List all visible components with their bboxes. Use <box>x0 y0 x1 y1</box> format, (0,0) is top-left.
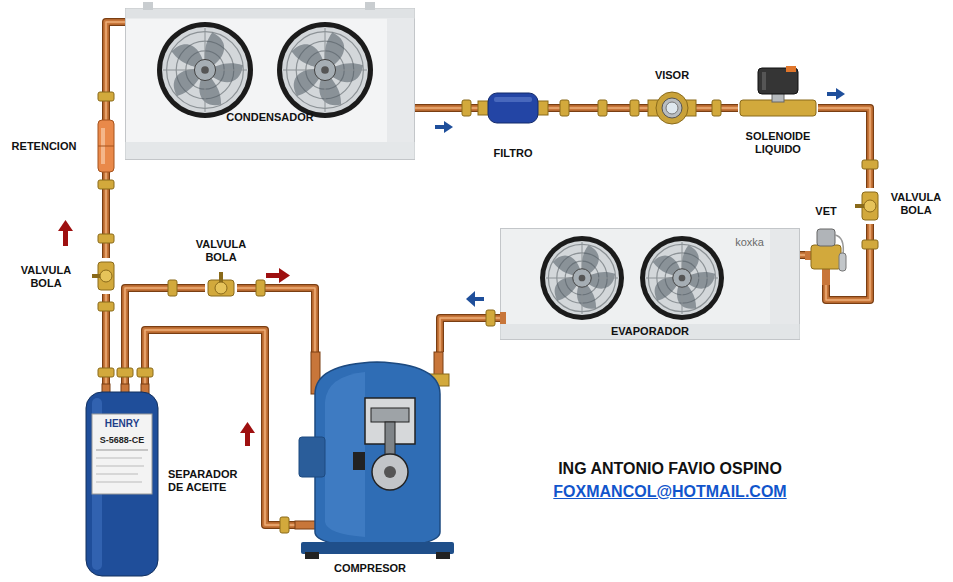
filter-drier: FILTRO <box>478 91 548 125</box>
brand-text: koxka <box>735 236 764 249</box>
copper-pipe <box>106 22 125 120</box>
filter-drier-art <box>478 91 548 125</box>
brass-fittings <box>98 92 878 533</box>
sight-glass-art <box>648 90 696 126</box>
component-label: VISOR <box>626 69 718 82</box>
copper-pipe <box>818 108 870 188</box>
ball-valve: VALVULA BOLA <box>205 278 237 298</box>
component-label: VALVULA BOLA <box>888 191 944 217</box>
solenoid-valve-art <box>738 66 818 124</box>
component-label: SEPARADOR DE ACEITE <box>168 468 248 494</box>
expansion-valve-art <box>805 225 847 285</box>
ball-valve: VALVULA BOLA <box>855 188 885 224</box>
ball-valve: VALVULA BOLA <box>92 258 120 294</box>
component-label: VALVULA BOLA <box>12 264 80 290</box>
copper-pipe <box>237 288 315 352</box>
check-valve-art <box>97 120 115 172</box>
brand-text: HENRY <box>92 418 152 430</box>
component-label: COMPRESOR <box>305 562 435 575</box>
copper-pipe <box>145 330 295 525</box>
copper-pipe <box>800 255 805 256</box>
evaporator-unit: EVAPORADOR koxka <box>500 228 800 340</box>
condenser-unit: CONDENSADOR <box>125 8 415 160</box>
component-label: SOLENOIDE LIQUIDO <box>733 130 823 156</box>
sight-glass: VISOR <box>648 90 696 126</box>
ball-valve-art <box>92 258 120 294</box>
condenser-unit-art <box>125 8 415 160</box>
component-label: RETENCION <box>5 140 83 153</box>
solenoid-valve: SOLENOIDE LIQUIDO <box>738 66 818 124</box>
author-email: FOXMANCOL@HOTMAIL.COM <box>520 482 820 501</box>
ball-valve-art <box>855 188 885 224</box>
ball-valve-art <box>205 278 237 298</box>
compressor: COMPRESOR <box>295 352 460 560</box>
oil-separator-art <box>82 384 162 578</box>
component-label: FILTRO <box>458 147 568 160</box>
brand-text: S-5688-CE <box>92 435 152 446</box>
copper-pipe <box>125 288 205 384</box>
component-label: EVAPORADOR <box>500 325 800 338</box>
component-label: CONDENSADOR <box>125 111 415 124</box>
component-label: VALVULA BOLA <box>191 238 251 264</box>
oil-separator: SEPARADOR DE ACEITEHENRYS-5688-CE <box>82 384 162 578</box>
author-name: ING ANTONIO FAVIO OSPINO <box>520 459 820 478</box>
expansion-valve: VET <box>805 225 847 285</box>
compressor-art <box>295 352 460 560</box>
component-label: VET <box>805 205 847 218</box>
check-valve: RETENCION <box>97 120 115 172</box>
